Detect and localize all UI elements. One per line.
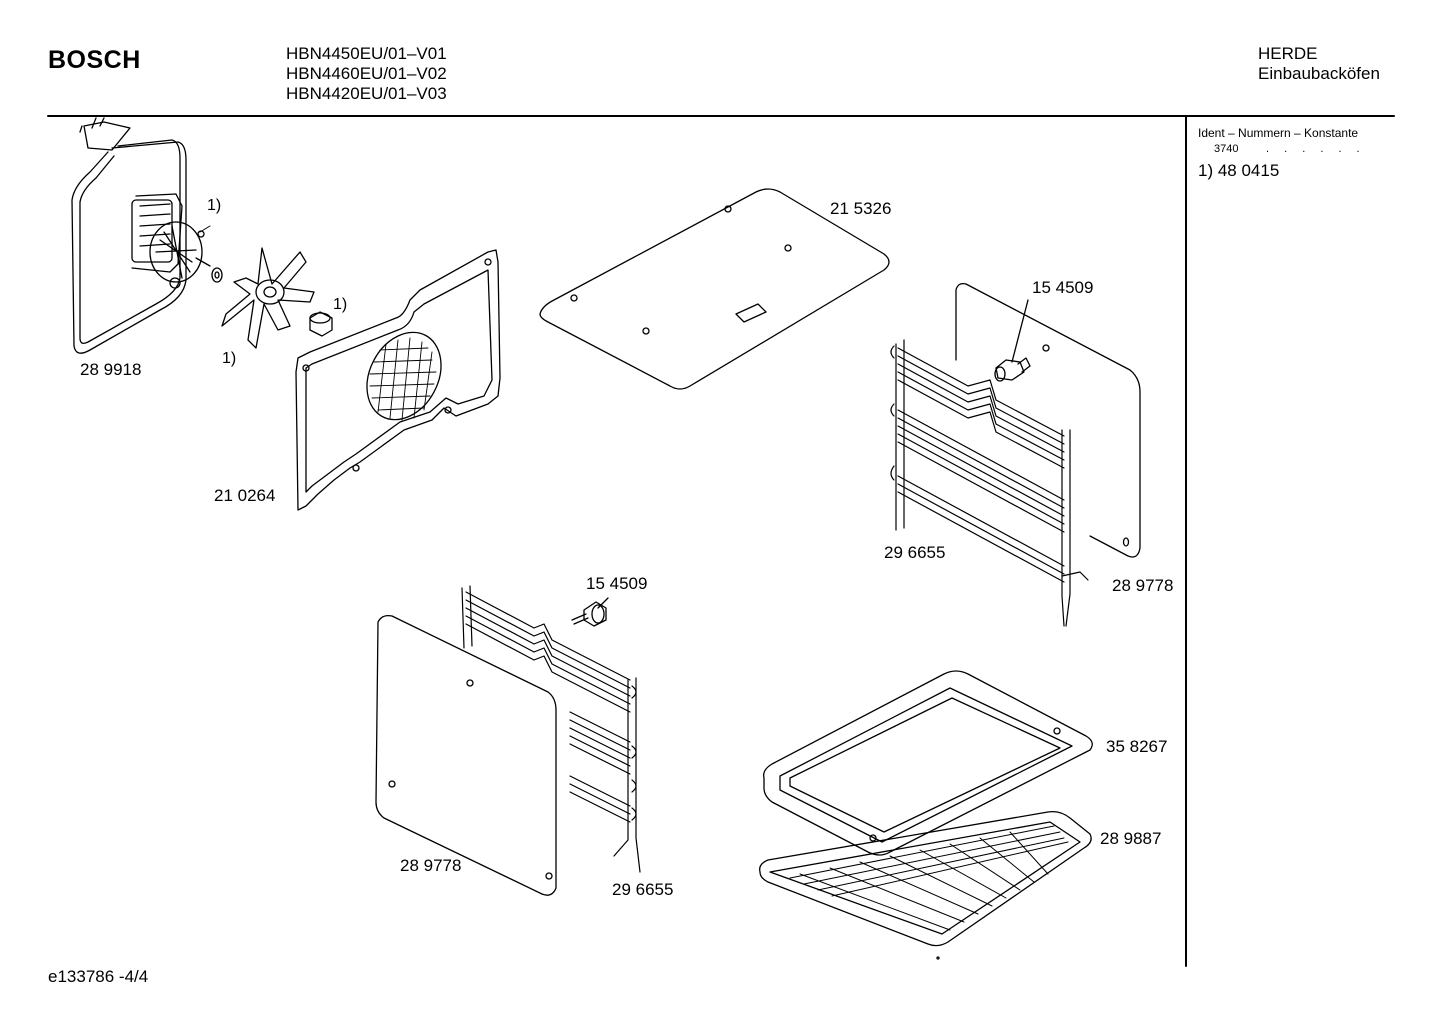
part-label-fan-motor: 28 9918 [80,360,142,379]
fan-wheel-parts [212,248,332,348]
model-number: HBN4420EU/01–V03 [286,84,447,103]
part-label-stud-left: 15 4509 [586,574,648,593]
model-number: HBN4460EU/01–V02 [286,64,447,83]
part-label-panel-left: 28 9778 [400,856,462,875]
left-shelf-rack [462,586,640,872]
category-subtitle: Einbaubacköfen [1258,64,1380,83]
document-id: e133786 -4/4 [48,967,149,986]
footnote-marker: 1) [333,296,348,313]
part-label-stud-right: 15 4509 [1032,278,1094,297]
part-label-baking-tray: 35 8267 [1106,737,1168,756]
fan-cover-grille [370,338,436,420]
footnote-marker: 1) [207,197,222,214]
part-label-top-panel: 21 5326 [830,199,892,218]
grill-grid-bars [790,826,1068,930]
ident-dots: . . . . . . [1266,143,1366,155]
right-stud [995,300,1030,381]
grill-grid [760,812,1091,959]
part-label-rack-left: 29 6655 [612,880,674,899]
fan-motor-assembly [72,118,210,353]
ident-constant: 3740 [1214,143,1239,155]
footnote-reference: 1) 48 0415 [1198,161,1280,180]
part-label-rack-right: 29 6655 [884,543,946,562]
model-list: HBN4450EU/01–V01 HBN4460EU/01–V02 HBN442… [286,44,447,104]
brand-logo: BOSCH [48,46,141,74]
top-panel [540,189,889,389]
right-side-panel [956,284,1140,557]
part-label-panel-right: 28 9778 [1112,576,1174,595]
ident-title: Ident – Nummern – Konstante [1198,126,1359,140]
right-shelf-rack [891,340,1088,626]
model-number: HBN4450EU/01–V01 [286,44,447,63]
part-label-fan-cover: 21 0264 [214,486,276,505]
part-label-grill-grid: 28 9887 [1100,829,1162,848]
left-stud [572,598,608,626]
fan-cover [296,250,500,510]
baking-tray [764,671,1093,855]
left-side-panel [376,616,556,896]
category-block: HERDE Einbaubacköfen [1258,44,1380,84]
footnote-marker: 1) [222,350,237,367]
category-title: HERDE [1258,44,1318,63]
